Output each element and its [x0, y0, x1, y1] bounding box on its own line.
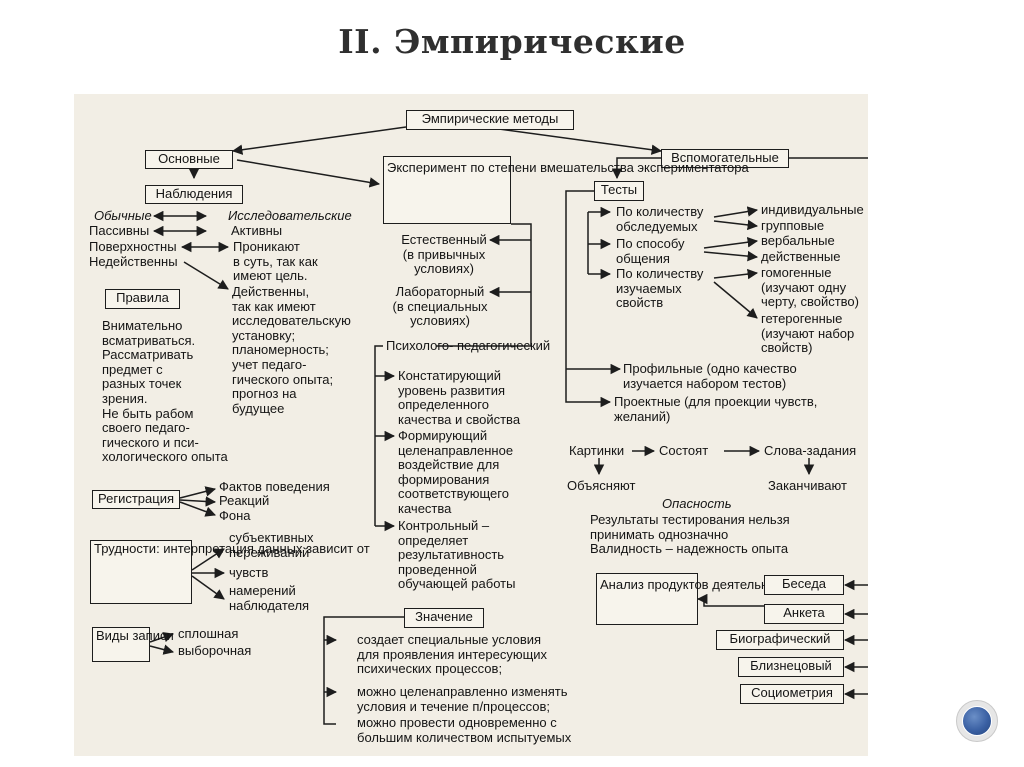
aux-method-box: Беседа [764, 575, 844, 595]
test-kind: групповые [761, 218, 825, 233]
test-kind: гомогенные (изучают одну черту, свойство… [761, 265, 859, 310]
pair-right-penetrating: Проникают в суть, так как имеют цель. [233, 239, 318, 284]
meaning-item: можно целенаправленно изменять условия и… [357, 684, 568, 714]
connector-lines [149, 126, 868, 725]
aux-method-box: Анкета [764, 604, 844, 624]
meaning-box: Значение [404, 608, 484, 628]
test-kind: гетерогенные (изучают набор свойств) [761, 311, 855, 356]
pair-right-effective: Действенны, так как имеют исследовательс… [232, 284, 351, 416]
analysis-box: Анализ продуктов деятельности [596, 573, 795, 625]
difficulty-item: чувств [229, 565, 269, 580]
danger-title: Опасность [662, 496, 732, 511]
test-explain: Объясняют [567, 478, 636, 493]
pair-left-ordinary: Обычные [94, 208, 152, 223]
record-type: сплошная [178, 626, 239, 641]
test-criterion: По способу общения [616, 236, 685, 266]
basic-methods-box: Основные [145, 150, 233, 169]
meaning-item: можно провести одновременно с большим ко… [357, 715, 572, 745]
tests-box: Тесты [594, 181, 644, 201]
test-finish: Заканчивают [768, 478, 847, 493]
slide-nav-button[interactable] [956, 700, 998, 742]
methods-diagram: Эмпирические методы Основные Вспомогател… [74, 94, 868, 756]
nav-circle-icon [962, 706, 992, 736]
test-criterion: По количеству обследуемых [616, 204, 704, 234]
auxiliary-methods-box: Вспомогательные [661, 149, 789, 168]
meaning-item: создает специальные условия для проявлен… [357, 632, 548, 677]
test-criterion: По количеству изучаемых свойств [616, 266, 704, 311]
difficulty-item: намерений наблюдателя [229, 583, 310, 613]
observation-box: Наблюдения [145, 185, 243, 204]
test-word-tasks: Слова-задания [764, 443, 857, 458]
experiment-laboratory: Лабораторный (в специальных условиях) [392, 284, 488, 329]
registration-box: Регистрация [92, 490, 180, 509]
experiment-natural: Естественный (в привычных условиях) [401, 232, 487, 277]
slide-title: II. Эмпирические [338, 22, 686, 61]
pair-left-superficial: Поверхностны [89, 239, 177, 254]
pair-left-ineffective: Недейственны [89, 254, 178, 269]
psychopedagogical-box: Психолого- педагогический [386, 338, 551, 353]
test-kind: вербальные [761, 233, 835, 248]
test-profile: Профильные (одно качество изучается набо… [623, 361, 797, 391]
test-consist: Состоят [659, 443, 709, 458]
rules-text: Внимательно всматриваться. Рассматривать… [102, 318, 228, 465]
root-method-box: Эмпирические методы [406, 110, 574, 130]
record-type: выборочная [178, 643, 252, 658]
registration-item: Реакций [219, 493, 270, 508]
registration-item: Фона [219, 508, 251, 523]
pair-right-active: Активны [231, 223, 283, 238]
experiment-stage: Формирующий целенаправленное воздействие… [398, 428, 514, 516]
pair-left-passive: Пассивны [89, 223, 150, 238]
difficulties-box: Трудности: интерпретация данных зависит … [90, 540, 370, 604]
test-kind: действенные [761, 249, 841, 264]
experiment-stage: Констатирующий уровень развития определе… [398, 368, 521, 427]
aux-method-box: Биографический [716, 630, 844, 650]
aux-method-box: Близнецовый [738, 657, 844, 677]
test-pictures: Картинки [569, 443, 625, 458]
records-box: Виды записи [92, 627, 174, 662]
rules-box: Правила [105, 289, 180, 309]
difficulty-item: субъективных переживаний [229, 530, 314, 560]
registration-item: Фактов поведения [219, 479, 330, 494]
test-projective: Проектные (для проекции чувств, желаний) [614, 394, 818, 424]
experiment-stage: Контрольный – определяет результативност… [398, 518, 516, 592]
aux-method-box: Социометрия [740, 684, 844, 704]
test-kind: индивидуальные [761, 202, 864, 217]
experiment-box: Эксперимент по степени вмешательства экс… [383, 156, 749, 224]
pair-right-research: Исследовательские [228, 208, 352, 223]
danger-text: Результаты тестирования нельзя принимать… [590, 512, 790, 557]
